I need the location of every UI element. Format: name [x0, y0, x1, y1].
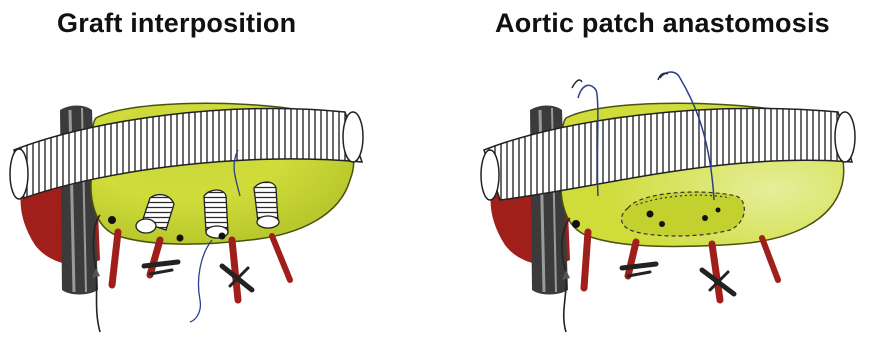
right-panel-illustration [481, 72, 855, 332]
left-panel-illustration [10, 103, 363, 332]
